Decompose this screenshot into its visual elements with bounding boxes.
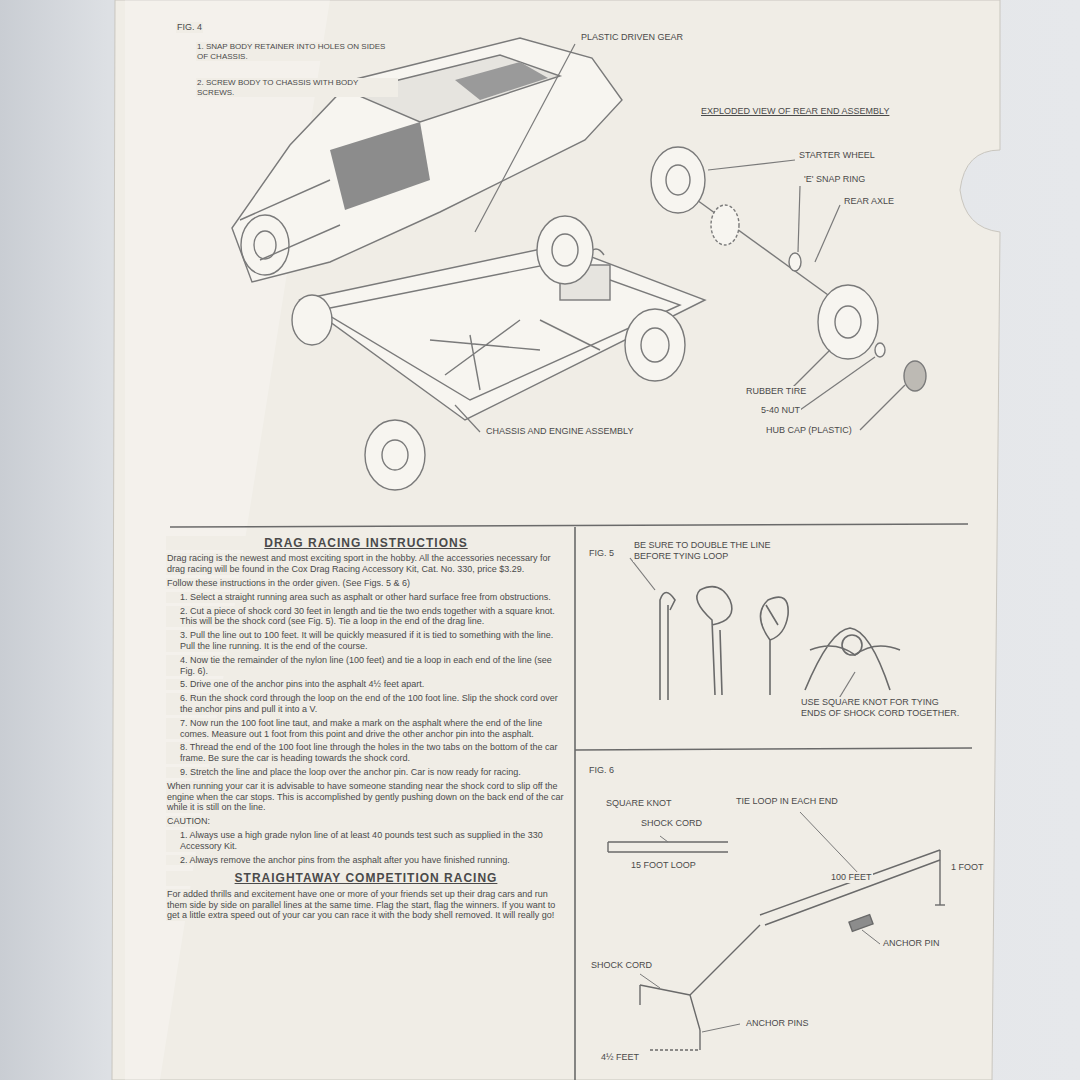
instruction-text: For added thrills and excitement have on… xyxy=(166,889,566,921)
fig6-leaders xyxy=(640,812,880,1032)
instruction-text: 9. Stretch the line and place the loop o… xyxy=(166,767,566,778)
knot-illustration xyxy=(660,587,900,700)
part-label: 15 FOOT LOOP xyxy=(630,860,697,871)
instruction-text: 1. Always use a high grade nylon line of… xyxy=(166,830,566,852)
part-label: SQUARE KNOT xyxy=(605,798,673,809)
instruction-text: 4. Now tie the remainder of the nylon li… xyxy=(166,655,566,677)
part-label: ANCHOR PINS xyxy=(745,1018,810,1029)
part-label: FIG. 6 xyxy=(588,765,615,776)
part-label: PLASTIC DRIVEN GEAR xyxy=(580,32,684,43)
paper-sheet xyxy=(112,0,1000,1080)
car-illustration xyxy=(232,38,705,490)
part-label: REAR AXLE xyxy=(843,196,895,207)
instruction-text: Follow these instructions in the order g… xyxy=(166,578,566,589)
part-label: 'E' SNAP RING xyxy=(803,174,866,185)
part-label: RUBBER TIRE xyxy=(745,386,807,397)
part-label: EXPLODED VIEW OF REAR END ASSEMBLY xyxy=(700,106,890,117)
part-label: 100 FEET xyxy=(830,872,873,883)
part-label: BE SURE TO DOUBLE THE LINE BEFORE TYING … xyxy=(633,540,775,562)
part-label: 5-40 NUT xyxy=(760,405,801,416)
instruction-text: 2. Always remove the anchor pins from th… xyxy=(166,855,566,866)
instruction-text: 5. Drive one of the anchor pins into the… xyxy=(166,679,566,690)
part-label: STARTER WHEEL xyxy=(798,150,876,161)
course-illustration xyxy=(608,842,945,1050)
part-label: TIE LOOP IN EACH END xyxy=(735,796,839,807)
part-label: SHOCK CORD xyxy=(590,960,653,971)
rear-end-exploded xyxy=(651,147,926,391)
part-label: SHOCK CORD xyxy=(640,818,703,829)
part-label: USE SQUARE KNOT FOR TYING ENDS OF SHOCK … xyxy=(800,697,962,719)
part-label: CHASSIS AND ENGINE ASSEMBLY xyxy=(485,426,634,437)
instruction-text: 7. Now run the 100 foot line taut, and m… xyxy=(166,718,566,740)
part-label: HUB CAP (PLASTIC) xyxy=(765,425,853,436)
section-heading: STRAIGHTAWAY COMPETITION RACING xyxy=(166,871,566,885)
part-label: FIG. 4 xyxy=(176,22,203,33)
part-label: 1 FOOT xyxy=(950,862,985,873)
instruction-text: 8. Thread the end of the 100 foot line t… xyxy=(166,742,566,764)
instruction-text: 2. Cut a piece of shock cord 30 feet in … xyxy=(166,606,566,628)
part-label: 2. SCREW BODY TO CHASSIS WITH BODY SCREW… xyxy=(196,78,398,97)
instruction-text: 1. Select a straight running area such a… xyxy=(166,592,566,603)
section-heading: DRAG RACING INSTRUCTIONS xyxy=(166,536,566,550)
instruction-text: 6. Run the shock cord through the loop o… xyxy=(166,693,566,715)
part-label: 4½ FEET xyxy=(600,1052,640,1063)
instruction-text: CAUTION: xyxy=(166,816,566,827)
part-label: FIG. 5 xyxy=(588,548,615,559)
instruction-text: Drag racing is the newest and most excit… xyxy=(166,553,566,575)
part-label: 1. SNAP BODY RETAINER INTO HOLES ON SIDE… xyxy=(196,42,398,61)
instruction-text: 3. Pull the line out to 100 feet. It wil… xyxy=(166,630,566,652)
part-label: ANCHOR PIN xyxy=(882,938,941,949)
instruction-text: When running your car it is advisable to… xyxy=(166,781,566,813)
instruction-column: DRAG RACING INSTRUCTIONS Drag racing is t… xyxy=(166,536,566,924)
